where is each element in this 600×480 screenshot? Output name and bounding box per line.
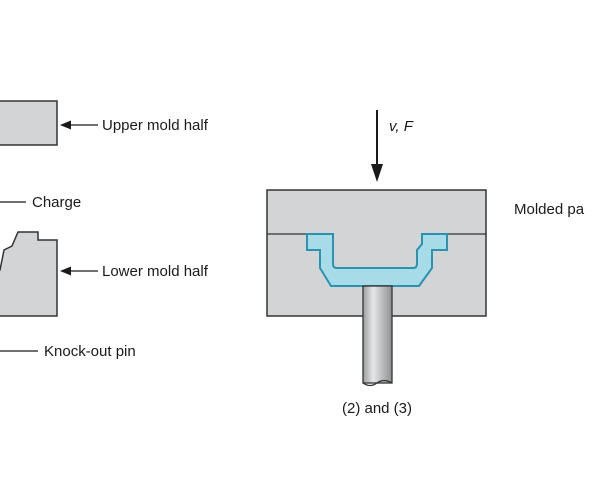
closed-mold-panel	[266, 189, 487, 387]
arrowhead-icon	[60, 266, 71, 276]
lower-mold-half-label: Lower mold half	[102, 263, 209, 280]
velocity-force-label: v, F	[389, 118, 414, 135]
arrowhead-icon	[60, 120, 71, 130]
lower-mold-half-pointer	[60, 266, 98, 276]
upper-mold-half-label: Upper mold half	[102, 117, 209, 134]
open-mold-panel	[0, 100, 58, 317]
molded-part-label: Molded pa	[514, 201, 585, 218]
knockout-pin-label: Knock-out pin	[44, 343, 136, 360]
knockout-pin	[362, 285, 393, 387]
charge-label: Charge	[32, 194, 81, 211]
force-arrow	[371, 110, 383, 182]
molded-part	[306, 233, 448, 287]
lower-mold-half-block	[0, 231, 58, 317]
upper-mold-half-block	[0, 100, 58, 146]
arrow-down-icon	[371, 164, 383, 182]
steps-caption: (2) and (3)	[342, 400, 412, 417]
upper-mold-half-pointer	[60, 120, 98, 130]
